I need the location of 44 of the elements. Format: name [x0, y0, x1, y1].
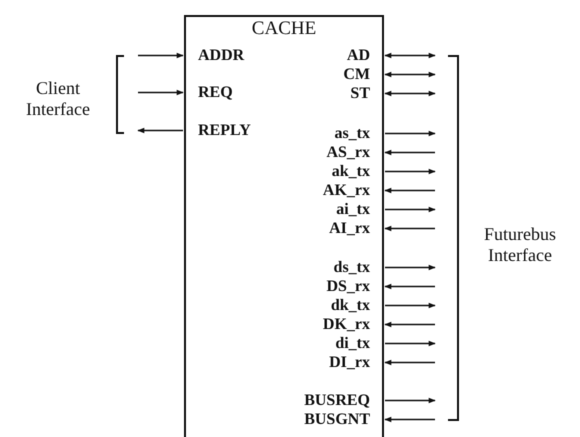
pin-label: ai_tx	[336, 201, 370, 218]
arrow	[384, 90, 436, 96]
arrow	[384, 226, 435, 232]
pin-label: AI_rx	[329, 220, 370, 237]
pin-label: AS_rx	[326, 144, 370, 161]
arrow	[384, 416, 435, 422]
pin-label: ST	[350, 85, 370, 102]
arrow	[385, 398, 436, 404]
arrow	[385, 264, 436, 270]
arrow	[138, 52, 184, 58]
arrow	[137, 128, 183, 134]
arrow	[138, 90, 184, 96]
arrow	[384, 150, 435, 156]
pin-label: REQ	[198, 84, 233, 101]
pin-label: as_tx	[334, 125, 370, 142]
pin-label: AK_rx	[322, 182, 370, 199]
arrow	[384, 72, 436, 78]
block-title: CACHE	[250, 19, 318, 38]
arrow	[385, 340, 436, 346]
arrow	[385, 168, 436, 174]
pin-label: BUSREQ	[304, 392, 370, 409]
pin-label: ds_tx	[334, 259, 370, 276]
arrow	[384, 188, 435, 194]
group-label: Client Interface	[25, 78, 91, 120]
arrow	[384, 360, 435, 366]
pin-label: di_tx	[335, 335, 370, 352]
pin-label: DS_rx	[326, 278, 370, 295]
pin-label: DI_rx	[329, 354, 370, 371]
arrow	[385, 206, 436, 212]
block-box	[184, 15, 384, 437]
arrow	[385, 130, 436, 136]
arrow	[384, 322, 435, 328]
pin-label: CM	[343, 66, 370, 83]
pin-label: DK_rx	[322, 316, 370, 333]
pin-label: BUSGNT	[304, 411, 370, 428]
pin-label: ak_tx	[332, 163, 370, 180]
arrow	[384, 284, 435, 290]
arrow	[384, 52, 436, 58]
pin-label: ADDR	[198, 47, 244, 64]
pin-label: REPLY	[198, 122, 251, 139]
pin-label: dk_tx	[330, 297, 370, 314]
arrow	[385, 302, 436, 308]
pin-label: AD	[346, 47, 370, 64]
group-label: Futurebus Interface	[483, 224, 557, 266]
